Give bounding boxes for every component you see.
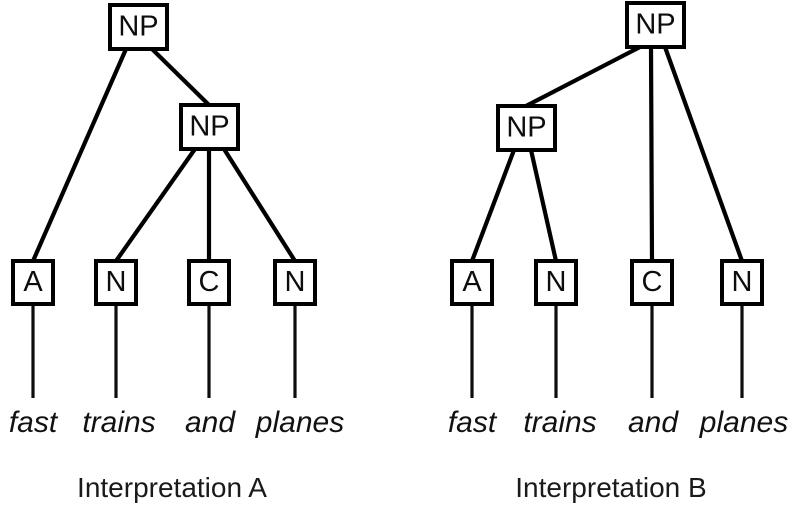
node-box-b-leaf-c[interactable] [630, 259, 674, 306]
node-label-a-leaf-a: A [23, 266, 43, 298]
node-box-a-root-np[interactable] [108, 3, 169, 51]
node-box-b-inner-np[interactable] [496, 104, 557, 152]
node-label-b-leaf-n2: N [732, 266, 753, 298]
node-label-a-inner-np: NP [189, 111, 229, 143]
node-label-b-inner-np: NP [506, 112, 546, 144]
tree-edge-b-inner-np-to-b-leaf-n1 [528, 149, 559, 262]
node-box-a-leaf-a[interactable] [11, 259, 55, 306]
node-label-a-leaf-n2: N [285, 266, 306, 298]
tree-edge-a-inner-np-to-a-leaf-n2 [222, 147, 297, 263]
tree-edge-a-inner-np-to-a-leaf-n1 [114, 147, 197, 263]
tree-edge-b-root-np-to-b-inner-np [525, 45, 641, 108]
word-b-word-trains: trains [523, 406, 596, 439]
word-a-word-and: and [185, 406, 236, 439]
node-label-b-root-np: NP [635, 9, 675, 41]
caption-interpretation-a: Interpretation A [77, 472, 267, 503]
node-box-b-root-np[interactable] [625, 1, 686, 49]
word-a-word-planes: planes [255, 406, 344, 439]
caption-interpretation-b: Interpretation B [515, 472, 706, 503]
node-box-a-leaf-c[interactable] [187, 259, 231, 306]
word-b-word-fast: fast [448, 406, 498, 439]
tree-edge-b-root-np-to-b-leaf-c [648, 46, 655, 262]
node-label-b-leaf-n1: N [546, 266, 567, 298]
word-b-word-and: and [628, 406, 679, 439]
tree-edge-b-inner-np-to-b-leaf-a [470, 149, 516, 262]
node-label-b-leaf-c: C [642, 266, 663, 298]
node-box-b-leaf-n2[interactable] [720, 259, 764, 306]
node-box-b-leaf-n1[interactable] [534, 259, 578, 306]
node-label-a-leaf-c: C [199, 266, 220, 298]
tree-edge-a-root-np-to-a-leaf-a [31, 48, 128, 262]
node-box-a-inner-np[interactable] [179, 103, 240, 151]
tree-edge-b-root-np-to-b-leaf-n2 [663, 46, 744, 262]
node-box-a-leaf-n1[interactable] [94, 259, 138, 306]
word-b-word-planes: planes [699, 406, 788, 439]
word-a-word-trains: trains [82, 406, 155, 439]
node-label-a-root-np: NP [118, 11, 158, 43]
node-label-b-leaf-a: A [462, 266, 482, 298]
node-box-a-leaf-n2[interactable] [273, 259, 317, 306]
word-a-word-fast: fast [9, 406, 59, 439]
tree-edge-a-root-np-to-a-inner-np [150, 47, 211, 107]
node-label-a-leaf-n1: N [106, 266, 127, 298]
node-box-b-leaf-a[interactable] [450, 259, 494, 306]
